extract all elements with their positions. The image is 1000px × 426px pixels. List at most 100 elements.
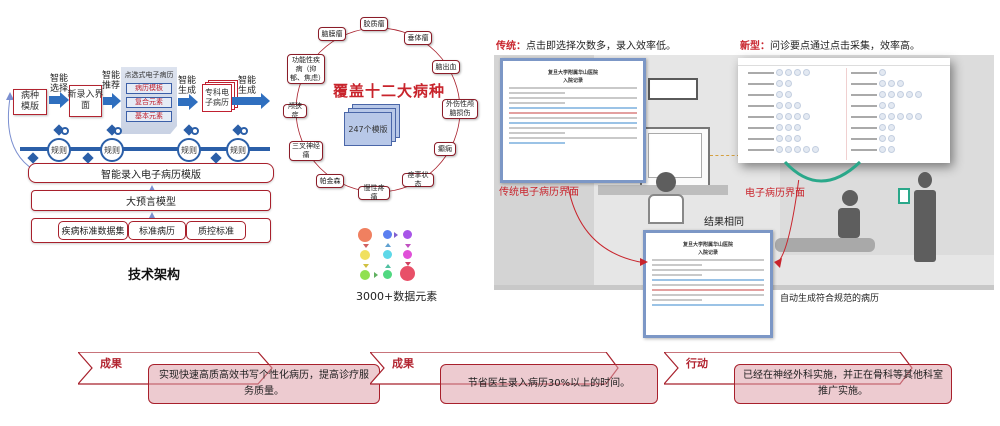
rule-node: 规则 bbox=[177, 138, 201, 162]
doctor-chair bbox=[648, 194, 684, 224]
patient-head bbox=[842, 190, 858, 206]
doctor-head bbox=[656, 172, 676, 192]
return-arc bbox=[6, 92, 35, 171]
layer-large-model: 大预言模型 bbox=[31, 190, 271, 211]
rule-drop-icon bbox=[82, 152, 94, 164]
disease-node: 三叉神经痛 bbox=[289, 141, 323, 161]
rule-ring-icon bbox=[240, 127, 248, 135]
nurse-head bbox=[918, 172, 932, 188]
down-arrow-icon bbox=[363, 264, 369, 268]
right-arrow-icon bbox=[374, 272, 378, 278]
layer-qc-standard: 质控标准 bbox=[186, 221, 246, 240]
rule-node: 规则 bbox=[100, 138, 124, 162]
monitor-screen bbox=[648, 133, 702, 178]
tech-architecture-caption: 技术架构 bbox=[128, 268, 181, 283]
traditional-text: 点击即选择次数多，录入效率低。 bbox=[526, 41, 676, 52]
disease-node: 功能性疾病（抑郁、焦虑） bbox=[287, 54, 325, 84]
rule-ring-icon bbox=[191, 127, 199, 135]
smart-generate-label-2: 智能 生成 bbox=[238, 76, 257, 96]
disease-node: 外伤性颅脑损伤 bbox=[442, 99, 478, 119]
up-arrow-icon bbox=[385, 243, 391, 247]
rule-ring-icon bbox=[114, 127, 122, 135]
smart-generate-label: 智能 生成 bbox=[178, 76, 197, 96]
disease-template-box: 病种 模版 bbox=[13, 89, 47, 115]
click-emr-panel: 点选式电子病历 病历模板 复合元素 基本元素 bbox=[121, 67, 177, 134]
wall-lightbox bbox=[648, 78, 698, 100]
new-emr-label: 电子病历界面 bbox=[745, 188, 805, 199]
new-tag: 新型： bbox=[740, 41, 770, 52]
rule-ring-icon bbox=[61, 127, 69, 135]
disease-node: 慢性疼痛 bbox=[358, 184, 390, 201]
nurse-body bbox=[914, 190, 936, 262]
rule-drop-icon bbox=[210, 152, 222, 164]
doc-subtitle: 入院记录 bbox=[697, 250, 718, 256]
dashed-connector bbox=[710, 155, 740, 156]
flow-arrow-icon bbox=[178, 94, 198, 110]
outcome-card: 节省医生录入病历30%以上的时间。 bbox=[440, 364, 658, 404]
panel-item: 基本元素 bbox=[126, 111, 172, 122]
traditional-tag: 传统： bbox=[496, 41, 526, 52]
flow-arrow-icon bbox=[103, 93, 121, 109]
rule-timeline bbox=[20, 147, 270, 151]
disease-node: 癫痫 bbox=[434, 142, 456, 156]
teal-arc bbox=[783, 160, 862, 183]
down-arrow-icon bbox=[363, 244, 369, 248]
data-element-dot bbox=[360, 250, 370, 260]
rule-node: 规则 bbox=[226, 138, 250, 162]
outcome-ribbon-1: 成果 实现快速高质高效书写个性化病历，提高诊疗服务质量。 bbox=[78, 352, 380, 404]
new-text: 问诊要点通过点击采集，效率高。 bbox=[770, 41, 920, 52]
traditional-header: 传统：点击即选择次数多，录入效率低。 bbox=[496, 37, 676, 52]
data-element-dot bbox=[383, 250, 392, 259]
disease-node: 痉挛状态 bbox=[402, 171, 434, 188]
disease-node: 帕金森 bbox=[316, 174, 344, 188]
panel-item: 复合元素 bbox=[126, 97, 172, 108]
disease-node: 脑膜瘤 bbox=[318, 27, 346, 41]
data-element-dot bbox=[360, 270, 370, 280]
rule-node: 规则 bbox=[47, 138, 71, 162]
layer-disease-dataset: 疾病标准数据集 bbox=[58, 221, 128, 240]
template-count: 247个模版 bbox=[344, 112, 392, 146]
same-result-label: 结果相同 bbox=[704, 217, 744, 228]
data-element-dot bbox=[383, 270, 392, 279]
specialty-emr-stack: 专科电 子病历 bbox=[202, 80, 238, 114]
data-element-dot bbox=[403, 250, 412, 259]
panel-title: 点选式电子病历 bbox=[124, 71, 174, 79]
coverage-title: 覆盖十二大病种 bbox=[333, 82, 446, 100]
new-emr-ui-panel bbox=[738, 58, 950, 163]
traditional-emr-label: 传统电子病历界面 bbox=[499, 187, 579, 198]
data-element-dot bbox=[400, 266, 415, 281]
outcome-card: 已经在神经外科实施，并正在骨科等其他科室推广实施。 bbox=[734, 364, 952, 404]
doc-title: 复旦大学附属华山医院 bbox=[682, 242, 733, 248]
up-arrow-icon bbox=[385, 264, 391, 268]
disease-node: 垂体瘤 bbox=[404, 31, 432, 45]
doc-subtitle: 入院记录 bbox=[562, 78, 583, 84]
up-arrow-icon bbox=[148, 185, 156, 193]
disease-node: 脑出血 bbox=[432, 60, 460, 74]
traditional-emr-document: 复旦大学附属华山医院 入院记录 bbox=[500, 58, 646, 183]
outcome-tag: 成果 bbox=[100, 357, 122, 370]
right-arrow-icon bbox=[394, 232, 398, 238]
down-arrow-icon bbox=[405, 262, 411, 266]
generated-emr-document: 复旦大学附属华山医院 入院记录 bbox=[643, 230, 773, 338]
outcome-ribbon-3: 行动 已经在神经外科实施，并正在骨科等其他科室推广实施。 bbox=[664, 352, 974, 404]
layer-standard-records: 标准病历 bbox=[128, 221, 186, 240]
outcome-tag: 行动 bbox=[686, 357, 708, 370]
flow-arrow-icon bbox=[49, 92, 69, 108]
outcome-tag: 成果 bbox=[392, 357, 414, 370]
down-arrow-icon bbox=[405, 244, 411, 248]
outcome-card: 实现快速高质高效书写个性化病历，提高诊疗服务质量。 bbox=[148, 364, 380, 404]
disease-node: 胶质瘤 bbox=[360, 17, 388, 31]
tablet-icon bbox=[898, 188, 910, 204]
data-elements-caption: 3000+数据元素 bbox=[356, 290, 438, 303]
data-element-dot bbox=[403, 230, 412, 239]
up-arrow-icon bbox=[148, 212, 156, 220]
layer-smart-entry-template: 智能录入电子病历模版 bbox=[28, 163, 274, 183]
panel-item: 病历模板 bbox=[126, 83, 172, 94]
disease-node: 颅狭症 bbox=[283, 102, 307, 119]
exam-bed bbox=[775, 238, 875, 252]
smart-select-label: 智能 选择 bbox=[50, 74, 69, 94]
data-element-dot bbox=[358, 228, 372, 242]
new-entry-ui-box: 新录入界 面 bbox=[68, 85, 104, 117]
specialty-emr-box: 专科电 子病历 bbox=[202, 84, 232, 112]
smart-recommend-label: 智能 推荐 bbox=[102, 71, 121, 91]
